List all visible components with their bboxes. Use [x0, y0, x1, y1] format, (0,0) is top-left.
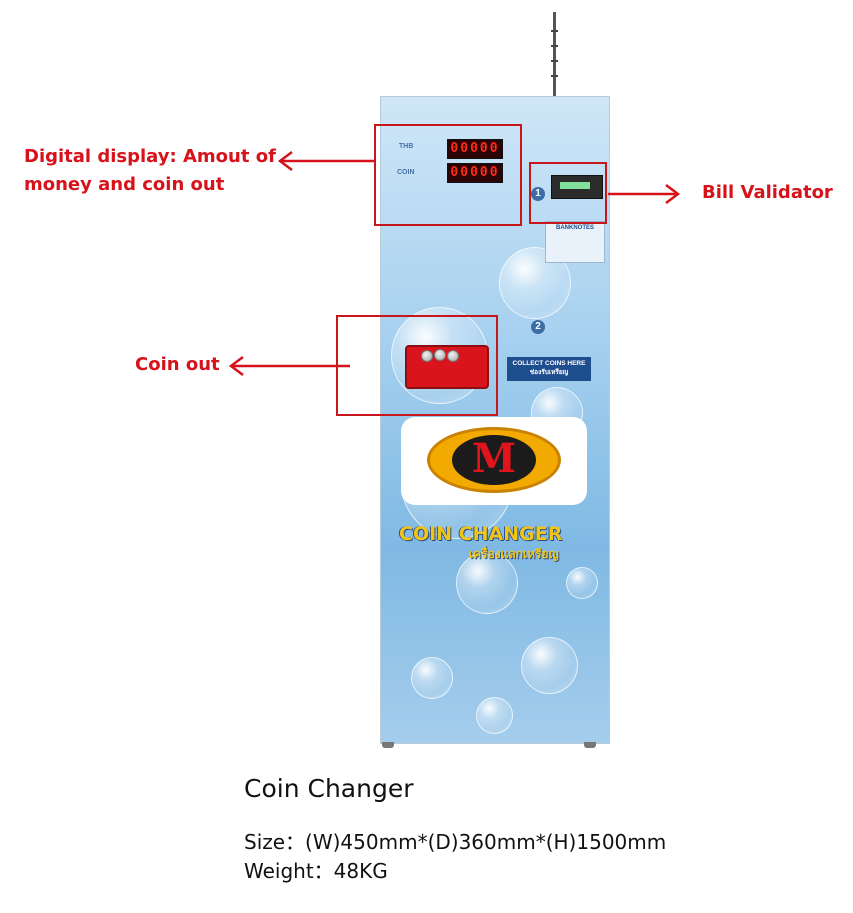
coin [447, 350, 459, 362]
coin-out-arrow-icon [228, 356, 350, 376]
collect-coins-sign: COLLECT COINS HERE ช่องรับเหรียญ [507, 357, 591, 381]
display-annotation-line1: Digital display: Amout of [24, 146, 276, 167]
logo-m: M [471, 435, 517, 482]
bubble-decoration [566, 567, 598, 599]
antenna-segment [551, 30, 558, 32]
display-annotation-line2: money and coin out [24, 174, 225, 195]
coin-led-display: 00000 [447, 163, 503, 183]
coin-out-annotation: Coin out [135, 354, 220, 375]
bill-validator[interactable] [551, 175, 603, 199]
product-name: Coin Changer [244, 774, 414, 803]
machine-title: COIN CHANGER [399, 523, 563, 545]
machine-title-thai: เครื่องแลกเหรียญ [469, 547, 559, 561]
collect-coins-label: COLLECT COINS HERE [512, 360, 586, 367]
antenna-segment [551, 60, 558, 62]
logo-inner: M [452, 435, 536, 485]
bill-slot [560, 182, 590, 189]
step-2-badge: 2 [531, 320, 545, 334]
coin [421, 350, 433, 362]
bubble-decoration [521, 637, 578, 694]
antenna-segment [551, 45, 558, 47]
bill-validator-annotation: Bill Validator [702, 182, 833, 203]
size-spec: Size：(W)450mm*(D)360mm*(H)1500mm [244, 830, 667, 854]
validator-arrow-icon [608, 184, 681, 204]
bubble-decoration [411, 657, 453, 699]
logo-oval: M [427, 427, 561, 493]
step-1-badge: 1 [531, 187, 545, 201]
banknotes-label: BANKNOTES [555, 225, 594, 231]
coin-label: COIN [397, 169, 415, 176]
logo-panel: M [401, 417, 587, 505]
collect-coins-label-thai: ช่องรับเหรียญ [529, 369, 569, 376]
display-annotation: Digital display: Amout of money and coin… [24, 143, 276, 199]
thb-label: THB [399, 143, 414, 150]
bubble-decoration [456, 552, 518, 614]
display-arrow-icon [277, 151, 374, 171]
thb-led-display: 00000 [447, 139, 503, 159]
machine-foot [382, 742, 394, 748]
coin-out-highlight-box [336, 315, 498, 416]
validator-highlight-box [529, 162, 607, 224]
banknotes-card: BANKNOTES [545, 221, 605, 263]
coin-changer-machine: THB 00000 COIN 00000 1 BANKNOTES 2 COLLE… [380, 96, 610, 744]
machine-foot [584, 742, 596, 748]
coin-tray[interactable] [405, 345, 489, 389]
coin [434, 349, 446, 361]
antenna [553, 12, 556, 100]
weight-spec: Weight：48KG [244, 859, 388, 883]
display-highlight-box [374, 124, 522, 226]
bubble-decoration [476, 697, 513, 734]
antenna-segment [551, 75, 558, 77]
